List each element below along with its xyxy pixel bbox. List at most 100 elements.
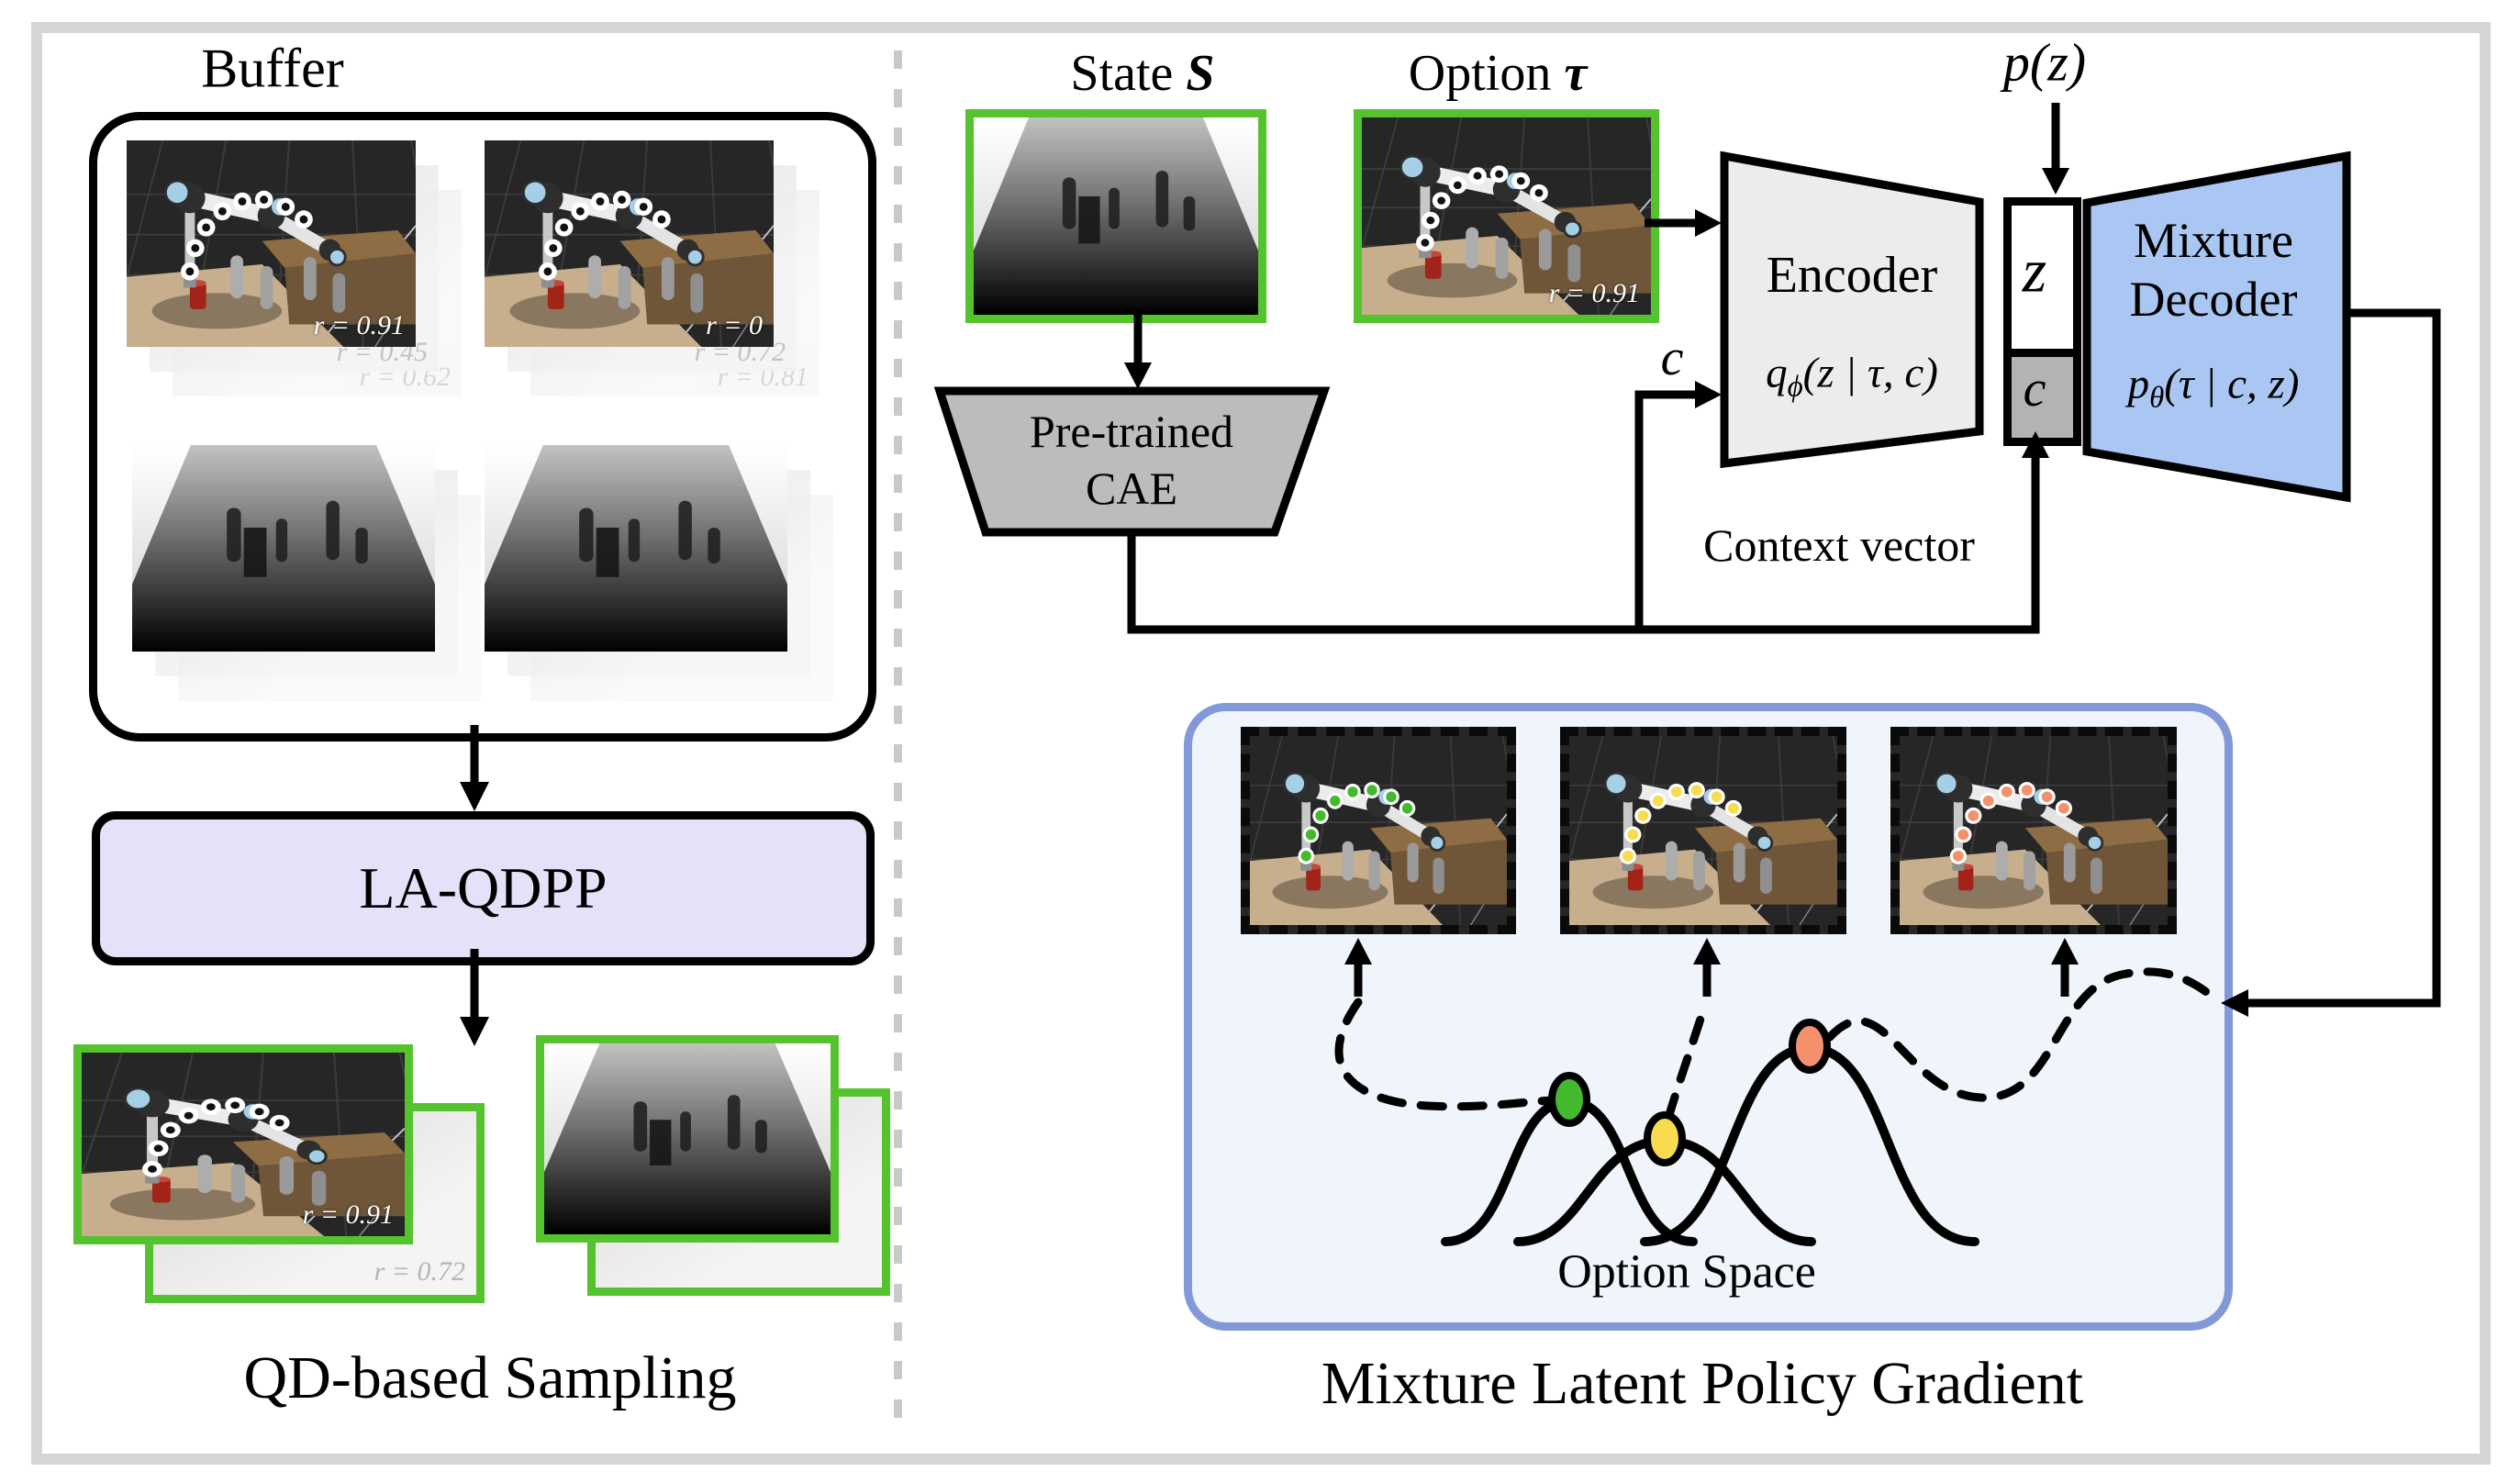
robot-sim-scene [1250, 736, 1507, 925]
robot-sim-svg [1900, 736, 2168, 925]
la-qdpp-label: LA-QDPP [359, 855, 608, 920]
robot-sim-scene [82, 1053, 405, 1236]
robot-sim-svg [1250, 736, 1507, 925]
robot-sim-svg [1362, 117, 1651, 315]
robot-arm [521, 179, 705, 288]
encoder-formula-sub: ϕ [1787, 370, 1803, 404]
trajectory-dots [1298, 782, 1416, 864]
decoder-formula: pθ(τ | c, z) [2128, 359, 2300, 415]
pegs [1665, 841, 1772, 894]
pegs [1466, 227, 1581, 283]
pegs [230, 255, 346, 313]
encoder-formula-base: q [1766, 349, 1788, 397]
soda-can [1306, 865, 1321, 891]
sampled-robot-image: r = 0.91 [73, 1044, 413, 1244]
decoder-title-line2: Decoder [2129, 272, 2298, 327]
buffer-depth-image-b [485, 445, 787, 652]
table-box-front [1520, 225, 1651, 294]
trajectory-dots [1416, 165, 1548, 251]
pegs [1995, 841, 2102, 894]
soda-can [189, 282, 206, 309]
figure-frame [31, 22, 2491, 1465]
robot-sim-scene [127, 140, 416, 347]
decoder-formula-base: p [2127, 360, 2150, 408]
cae-label-line2: CAE [1086, 463, 1177, 514]
reward-badge: r = 0.72 [374, 1256, 465, 1287]
buffer-robot-image-b: r = 0 [485, 140, 774, 347]
encoder-formula: qϕ(z | τ, c) [1766, 348, 1938, 404]
depth-pegs [1062, 170, 1196, 244]
state-symbol: S [1186, 45, 1215, 102]
pegs [588, 255, 704, 313]
soda-can [1957, 865, 1974, 891]
trajectory-dots [1949, 782, 2072, 864]
decoder-formula-sub: θ [2149, 381, 2165, 415]
option-label: Option τ [1409, 44, 1587, 103]
context-c-symbol: c [2023, 361, 2046, 418]
robot-sim-svg [127, 140, 416, 347]
option-word: Option [1408, 45, 1552, 102]
table-box-front [2046, 839, 2168, 905]
robot-sim-svg [485, 140, 774, 347]
robot-arm [1934, 771, 2104, 871]
reward-badge: r = 0.91 [302, 1199, 394, 1230]
state-label: State S [1070, 44, 1214, 103]
trajectory-dots [539, 190, 671, 281]
soda-can [152, 1178, 171, 1203]
option-robot-image: r = 0.91 [1354, 109, 1659, 323]
depth-pegs [579, 500, 720, 577]
depth-svg [485, 445, 787, 652]
soda-can [1424, 252, 1442, 279]
caption-mlpg: Mixture Latent Policy Gradient [1321, 1350, 2084, 1417]
table-box-front [642, 253, 774, 325]
context-c-inline-label: c [1660, 329, 1684, 386]
state-word: State [1070, 45, 1174, 102]
latent-z-symbol: z [2022, 235, 2047, 306]
depth-svg [544, 1043, 831, 1234]
reward-badge: r = 0.91 [1548, 278, 1640, 308]
pegs [1342, 841, 1444, 894]
buffer-depth-image-a [132, 445, 435, 652]
depth-image-scene [544, 1043, 831, 1234]
table-box-front [1390, 839, 1507, 905]
section-divider [894, 50, 902, 1432]
table-box-front [1715, 839, 1837, 905]
reward-badge: r = 0 [706, 310, 763, 340]
decoder-title-line1: Mixture [2134, 213, 2293, 268]
depth-svg [132, 445, 435, 652]
depth-pegs [633, 1095, 767, 1165]
sampled-depth-image [536, 1035, 839, 1243]
depth-svg [974, 117, 1258, 315]
table-box-front [258, 1153, 405, 1217]
state-depth-image [965, 109, 1266, 323]
robot-sim-svg [82, 1053, 405, 1236]
caption-qd-sampling: QD-based Sampling [243, 1344, 737, 1411]
depth-image-scene [485, 445, 787, 652]
encoder-title: Encoder [1766, 247, 1938, 304]
prior-label: p(z) [2002, 32, 2087, 93]
cae-label-line1: Pre-trained [1029, 406, 1234, 457]
la-qdpp-box: LA-QDPP [92, 811, 875, 965]
depth-image-scene [132, 445, 435, 652]
rollout-image-yellow [1560, 727, 1846, 934]
robot-sim-scene [485, 140, 774, 347]
buffer-title: Buffer [201, 38, 344, 99]
robot-sim-scene [1900, 736, 2168, 925]
rollout-image-orange [1890, 727, 2177, 934]
trajectory-dots [181, 190, 313, 281]
option-symbol: τ [1564, 45, 1588, 102]
table-box-front [284, 253, 416, 325]
robot-sim-svg [1569, 736, 1837, 925]
soda-can [547, 282, 564, 309]
trajectory-dots [1619, 782, 1742, 864]
decoder-formula-args: (τ | c, z) [2164, 360, 2300, 408]
depth-pegs [227, 500, 368, 577]
buffer-robot-image-a: r = 0.91 [127, 140, 416, 347]
pegs [197, 1154, 327, 1206]
robot-sim-scene [1569, 736, 1837, 925]
trajectory-dots [142, 1097, 290, 1177]
context-c-box [2003, 349, 2081, 446]
soda-can [1627, 865, 1644, 891]
context-vector-label: Context vector [1703, 519, 1975, 571]
